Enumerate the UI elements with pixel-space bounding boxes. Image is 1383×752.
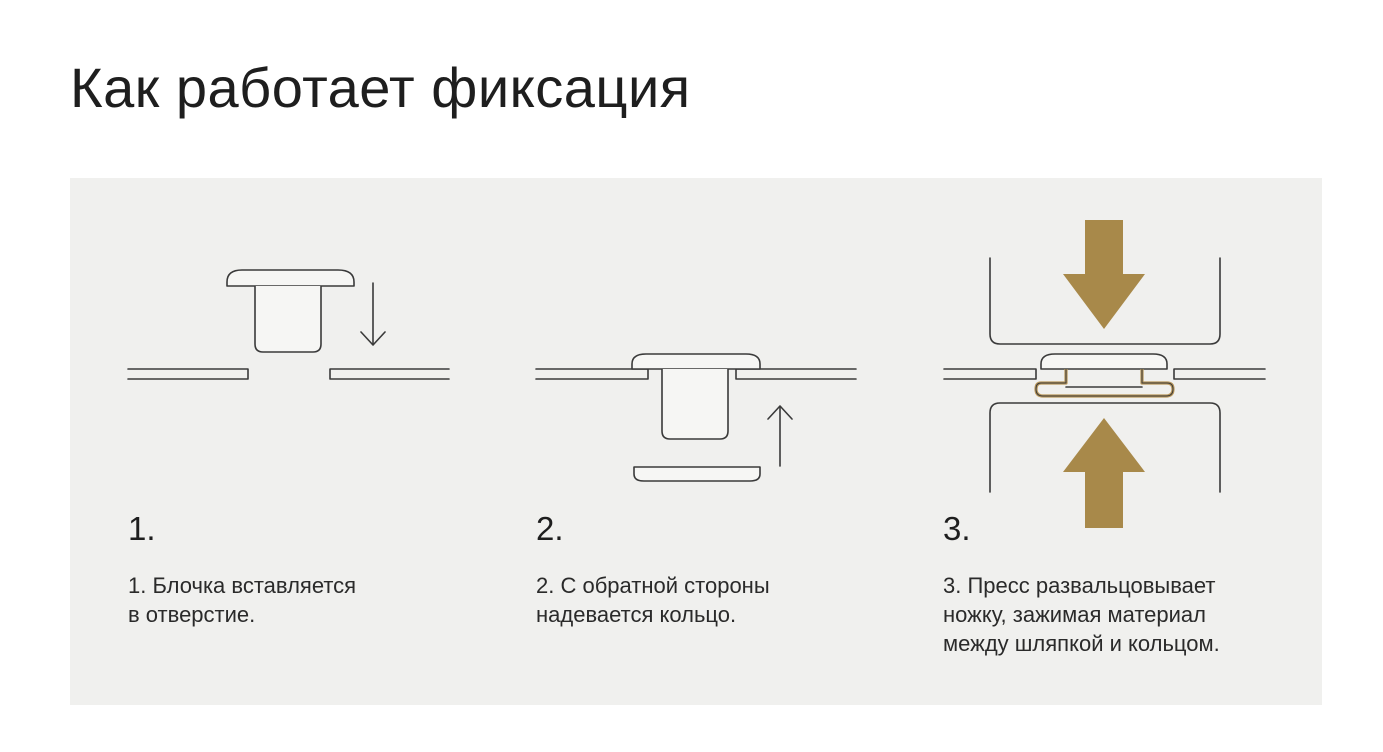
- step-2-ring: [633, 466, 761, 482]
- step-3-illustration: [943, 220, 1266, 528]
- step-1-text-line: 1. Блочка вставляется: [128, 573, 357, 598]
- step-2-text-line: 2. С обратной стороны: [536, 573, 770, 598]
- upper-press-die: [989, 257, 1221, 345]
- press-down-arrow-icon: [1063, 220, 1145, 329]
- step-1-description: 1. Блочка вставляется в отверстие.: [128, 571, 508, 629]
- step-1-text-line: в отверстие.: [128, 602, 256, 627]
- step-2-text-line: надевается кольцо.: [536, 602, 737, 627]
- step-3-text-line: ножку, зажимая материал: [943, 602, 1207, 627]
- step-3: 3. 3. Пресс развальцовывает ножку, зажим…: [943, 512, 1323, 658]
- step-2-number: 2.: [536, 510, 564, 547]
- step-2-description: 2. С обратной стороны надевается кольцо.: [536, 571, 916, 629]
- step-1-number: 1.: [128, 510, 156, 547]
- down-arrow-icon: [360, 282, 386, 346]
- step-3-text-line: между шляпкой и кольцом.: [943, 631, 1220, 656]
- step-1-material-left: [127, 368, 249, 380]
- step-1-eyelet-cap: [226, 269, 355, 287]
- press-up-arrow-icon: [1063, 418, 1145, 528]
- step-1-illustration: [127, 269, 450, 380]
- step-2-eyelet-cap: [631, 353, 761, 370]
- step-2-material-left: [535, 368, 649, 380]
- step-1-eyelet-stem: [254, 286, 322, 353]
- lower-press-die: [989, 402, 1221, 493]
- step-1: 1. 1. Блочка вставляется в отверстие.: [128, 512, 508, 629]
- step-3-eyelet-cap: [1040, 353, 1168, 370]
- step-3-material-right: [1173, 368, 1266, 380]
- step-2-illustration: [535, 353, 857, 482]
- step-2: 2. 2. С обратной стороны надевается коль…: [536, 512, 916, 629]
- page-title: Как работает фиксация: [70, 56, 691, 119]
- diagram-panel: 1. 1. Блочка вставляется в отверстие. 2.…: [70, 178, 1322, 705]
- up-arrow-icon: [767, 405, 793, 467]
- step-3-material-left: [943, 368, 1037, 380]
- step-3-crimped-ring-outline: [1035, 369, 1174, 397]
- step-3-number: 3.: [943, 510, 971, 547]
- step-1-material-right: [329, 368, 450, 380]
- step-2-material-right: [735, 368, 857, 380]
- step-2-eyelet-stem: [661, 369, 729, 440]
- step-3-text-line: 3. Пресс развальцовывает: [943, 573, 1216, 598]
- step-3-description: 3. Пресс развальцовывает ножку, зажимая …: [943, 571, 1323, 658]
- fixation-diagram: [127, 220, 1266, 528]
